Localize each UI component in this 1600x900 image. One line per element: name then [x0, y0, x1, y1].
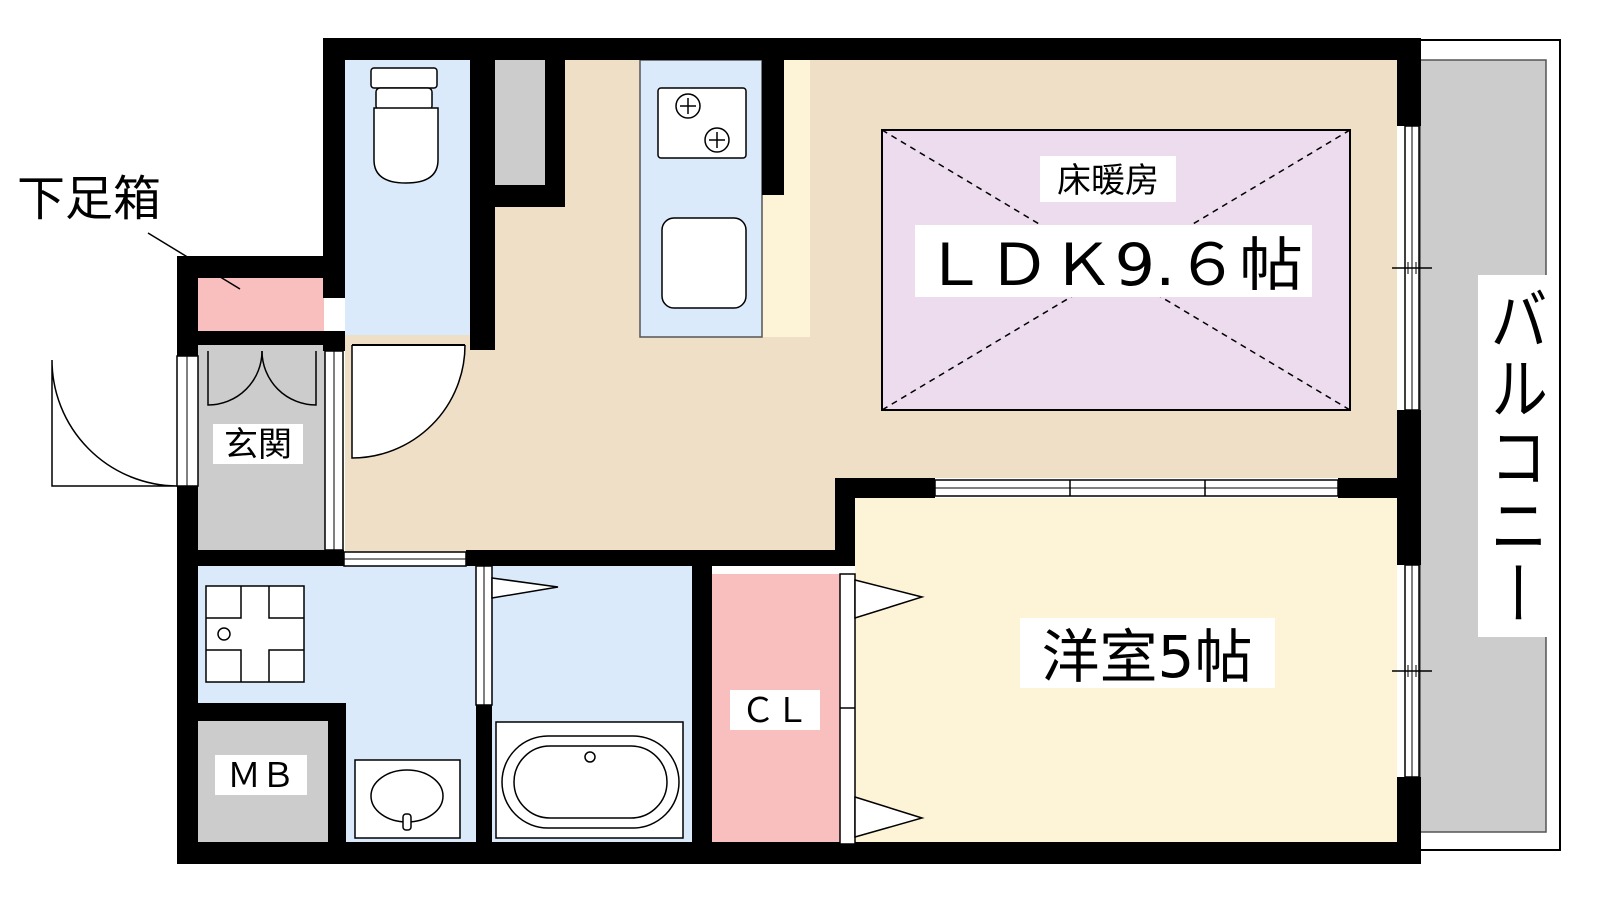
wash-basin: [354, 759, 461, 839]
entry-door: [51, 355, 199, 487]
storage-shelf: [495, 60, 545, 185]
shoe-box-leader: [147, 232, 241, 290]
shoe-box-doors: [207, 350, 317, 406]
stove: [657, 87, 747, 159]
kitchen-sink: [661, 217, 747, 309]
meter-box-label-bg: [215, 755, 307, 795]
entrance-label-bg: [213, 424, 303, 464]
sliding-door-washroom: [343, 551, 467, 567]
closet-doors: [839, 573, 925, 845]
balcony-window-lower: [1392, 564, 1432, 778]
shoe-box-label: 下足箱: [17, 171, 161, 227]
toilet-door: [351, 344, 466, 459]
floor-heating-label: 床暖房: [1057, 161, 1159, 201]
meter-box-label: ＭＢ: [227, 756, 295, 796]
floor-heating-label-bg: [1040, 156, 1176, 202]
western-room-label-bg: [1020, 618, 1275, 688]
ldk-label: ＬＤＫ9.６帖: [923, 231, 1303, 299]
ldk-label-bg: [915, 225, 1312, 297]
bathtub: [495, 721, 684, 839]
bathroom-door: [475, 565, 559, 706]
western-room-label: 洋室5帖: [1042, 623, 1253, 691]
entrance-side-door: [324, 350, 344, 551]
entrance-label: 玄関: [224, 425, 292, 465]
walls: [177, 38, 1421, 864]
heating-diagonal-1: [881, 129, 1351, 411]
closet-label-bg: [730, 690, 820, 730]
shoe-box: [198, 278, 324, 331]
sliding-doors-ldk: [934, 479, 1339, 497]
washing-machine: [205, 585, 305, 683]
closet-label: ＣＬ: [741, 691, 809, 731]
heating-diagonal-2: [881, 129, 1351, 411]
balcony-label-bg: [1478, 275, 1550, 637]
balcony-label: バルコニー: [1480, 285, 1548, 627]
balcony-window-upper: [1392, 125, 1432, 411]
toilet-fixture: [370, 67, 439, 184]
